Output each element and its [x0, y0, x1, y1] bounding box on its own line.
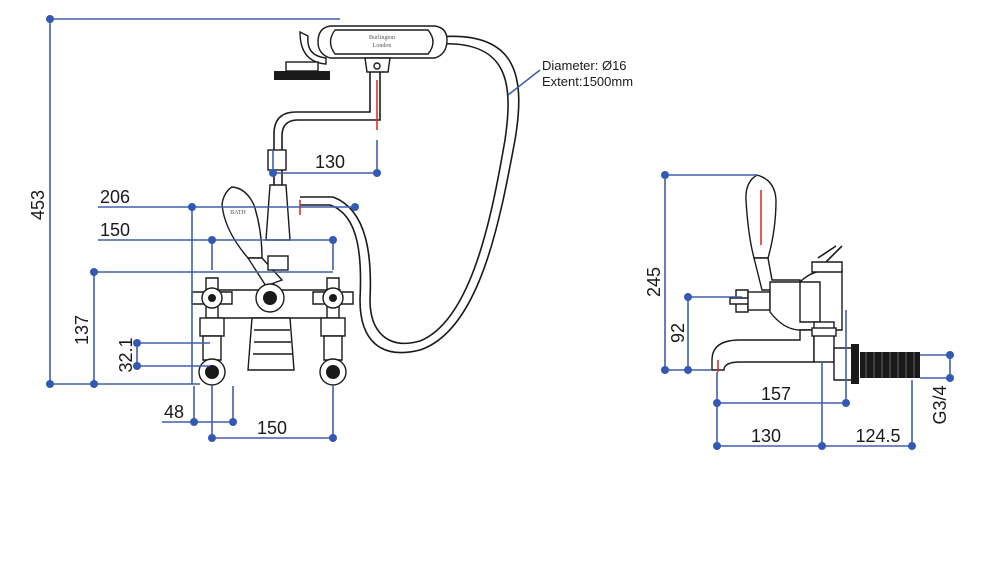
dim-g3-4: G3/4 — [930, 385, 950, 424]
dim-137: 137 — [72, 315, 92, 345]
side-dimensions: 245 92 157 130 124.5 G3/4 — [644, 171, 954, 450]
handset-brand-line1: Burlington — [369, 35, 395, 41]
hose-inner — [300, 43, 509, 345]
dim-150-top: 150 — [100, 220, 130, 240]
shower-rose — [274, 71, 330, 80]
hose — [300, 35, 520, 354]
dim-130-hose: 130 — [315, 152, 345, 172]
dim-206: 206 — [100, 187, 130, 207]
dim-150-bottom: 150 — [257, 418, 287, 438]
diverter-collar — [267, 255, 289, 271]
dim-32-1: 32.1 — [116, 337, 136, 372]
dim-48: 48 — [164, 402, 184, 422]
cradle-arm — [273, 72, 371, 185]
dim-130-side: 130 — [751, 426, 781, 446]
dim-92: 92 — [668, 323, 688, 343]
dim-124-5: 124.5 — [855, 426, 900, 446]
cross-handle-right — [312, 277, 354, 386]
side-spout — [711, 329, 815, 371]
front-view: Burlington London BATH — [191, 25, 520, 386]
handset-brand-line2: London — [373, 43, 392, 49]
lever-label: BATH — [230, 210, 246, 216]
spout — [247, 317, 295, 371]
cross-handle-left — [191, 277, 233, 386]
hose-extent-note: Extent:1500mm — [542, 74, 633, 89]
dim-157: 157 — [761, 384, 791, 404]
dim-453: 453 — [28, 190, 48, 220]
dim-245: 245 — [644, 267, 664, 297]
side-view — [711, 174, 920, 384]
hose-diameter-note: Diameter: Ø16 — [542, 58, 627, 73]
front-dimensions: 453 130 206 150 137 32.1 48 — [28, 15, 633, 442]
handset: Burlington London — [274, 25, 448, 80]
